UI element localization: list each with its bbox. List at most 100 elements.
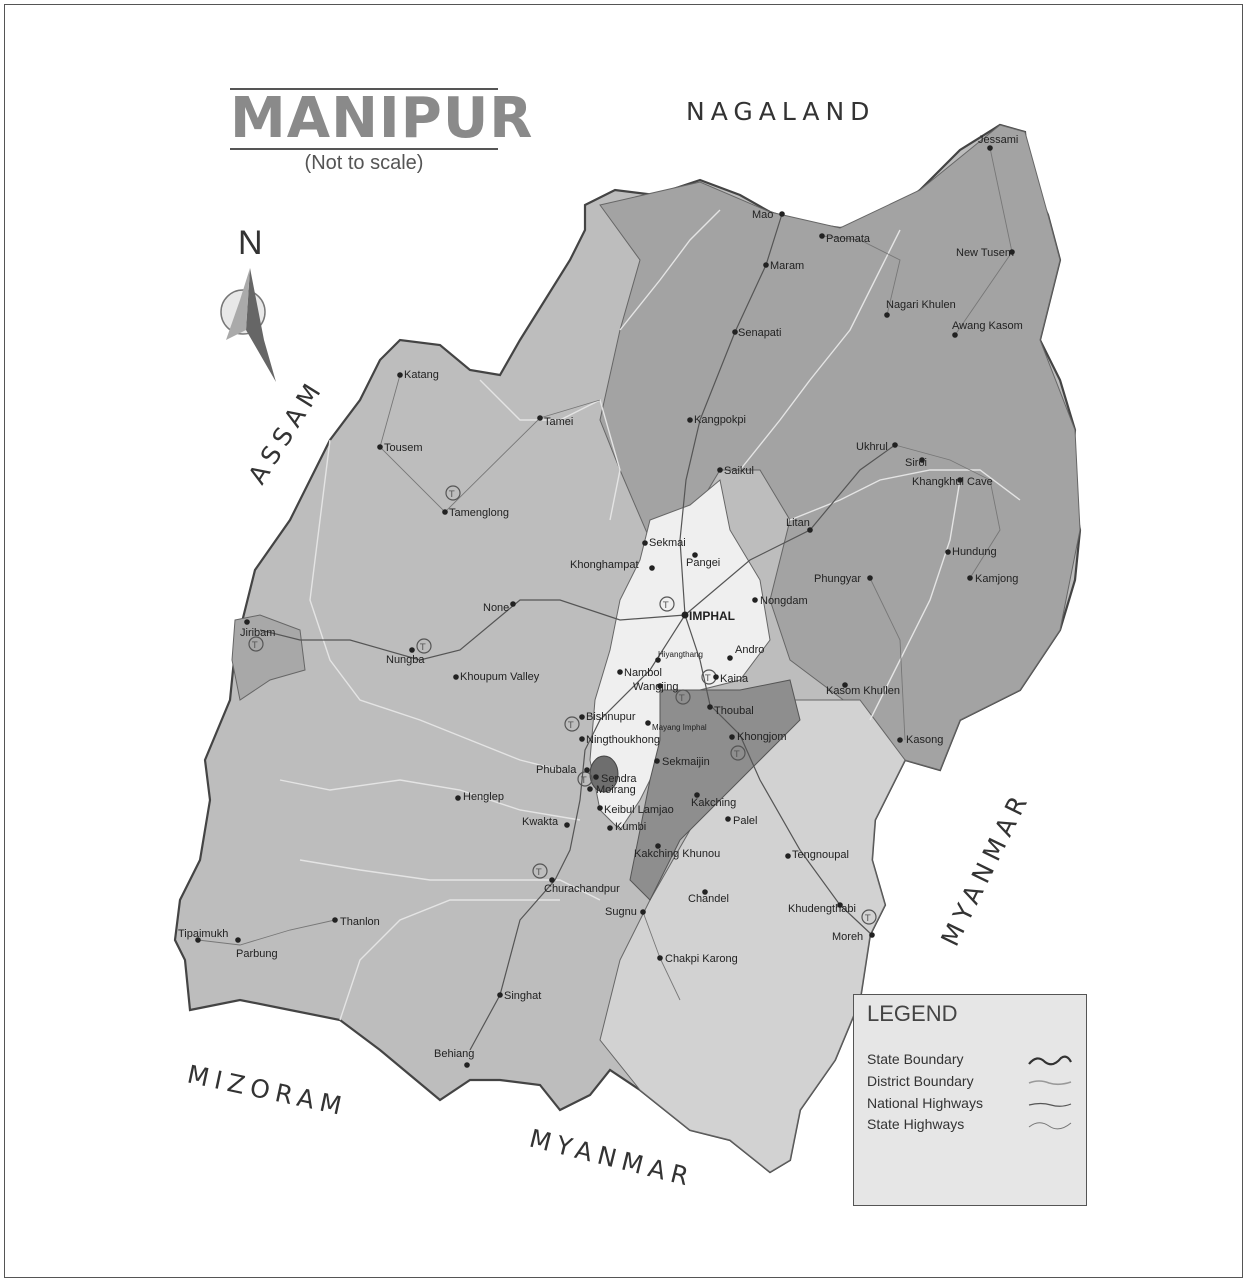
place-hundung: Hundung (945, 546, 997, 558)
tourist-icon: T (248, 636, 264, 652)
place-label: Phungyar (814, 573, 861, 585)
place-label: Phubala (536, 764, 577, 776)
place-marker (655, 657, 661, 663)
legend-label: State Highways (867, 1116, 965, 1132)
legend-label: State Boundary (867, 1051, 964, 1067)
svg-text:T: T (448, 490, 455, 500)
place-marker (752, 597, 758, 603)
place-marker (332, 917, 338, 923)
legend-title: LEGEND (867, 1001, 958, 1026)
place-nagari-khulen: Nagari Khulen (884, 299, 956, 318)
tourist-icon: T (577, 771, 593, 787)
place-phubala: Phubala (536, 764, 590, 776)
place-kakching: Kakching (691, 792, 736, 809)
place-label: Chakpi Karong (665, 953, 738, 965)
svg-text:T: T (580, 776, 587, 786)
place-marker (729, 734, 735, 740)
place-kaina: Kaina (713, 673, 749, 685)
place-label: Maram (770, 260, 804, 272)
place-marker (549, 877, 555, 883)
place-thoubal: Thoubal (707, 704, 754, 717)
north-label: N (238, 224, 263, 262)
place-marker (717, 467, 723, 473)
place-ukhrul: Ukhrul (856, 441, 898, 453)
place-senapati: Senapati (732, 327, 781, 339)
place-label: Moirang (596, 784, 636, 796)
place-label: Kakching (691, 797, 736, 809)
tourist-icon: T (861, 909, 877, 925)
place-marker (694, 792, 700, 798)
legend-line-district (1028, 1080, 1072, 1086)
place-label: Tamei (544, 416, 573, 428)
map-title: MANIPUR (230, 86, 534, 151)
place-maram: Maram (763, 260, 804, 272)
place-label: Saikul (724, 465, 754, 477)
place-label: Churachandpur (544, 883, 620, 895)
place-label: New Tusem (956, 247, 1014, 259)
place-marker (442, 509, 448, 515)
place-bishnupur: Bishnupur (579, 711, 636, 723)
place-label: Singhat (504, 990, 541, 1002)
place-label: Litan (786, 517, 810, 529)
svg-text:T: T (733, 750, 740, 760)
place-label: Tamenglong (449, 507, 509, 519)
place-henglep: Henglep (455, 791, 504, 803)
place-jessami: Jessami (978, 134, 1018, 151)
place-wangjing: Wangjing (633, 681, 678, 693)
place-sugnu: Sugnu (605, 906, 646, 918)
map-frame (4, 4, 1243, 1278)
place-khudengthabi: Khudengthabi (788, 902, 856, 915)
place-marker (657, 683, 663, 689)
place-mayang-imphal: Mayang Imphal (645, 720, 707, 732)
place-label: Chandel (688, 893, 729, 905)
place-marker (377, 444, 383, 450)
place-churachandpur: Churachandpur (544, 877, 620, 895)
place-label: Paomata (826, 233, 871, 245)
tourist-icon: T (675, 689, 691, 705)
place-marker (649, 565, 655, 571)
place-kwakta: Kwakta (522, 816, 570, 828)
place-label: Khudengthabi (788, 903, 856, 915)
legend-line-state (1028, 1055, 1072, 1066)
place-marker (987, 145, 993, 151)
place-marker (657, 955, 663, 961)
tourist-icon: T (564, 716, 580, 732)
place-marker (510, 601, 516, 607)
place-chakpi-karong: Chakpi Karong (657, 953, 738, 965)
place-label: Behiang (434, 1048, 474, 1060)
place-marker (1009, 249, 1015, 255)
place-marker (235, 937, 241, 943)
place-marker (869, 932, 875, 938)
tourist-markers: T T T T T T T T T T T (248, 485, 877, 925)
place-label: Sekmai (649, 537, 686, 549)
place-marker (945, 549, 951, 555)
place-khangkhul-cave: Khangkhul Cave (912, 476, 993, 488)
place-marker (397, 372, 403, 378)
place-marker (584, 767, 590, 773)
place-pangei: Pangei (686, 552, 720, 569)
place-label: Tipaimukh (178, 928, 228, 940)
place-label: Hiyangthang (658, 650, 703, 659)
place-litan: Litan (786, 517, 813, 533)
place-hiyangthang: Hiyangthang (655, 650, 703, 663)
place-label: Mayang Imphal (652, 723, 707, 732)
place-awang-kasom: Awang Kasom (952, 320, 1023, 338)
district-thoubal (629, 679, 801, 901)
place-label: Katang (404, 369, 439, 381)
place-sendra: Sendra (593, 773, 637, 785)
label-nagaland: NAGALAND (686, 97, 875, 126)
place-marker (763, 262, 769, 268)
place-label: Kwakta (522, 816, 559, 828)
place-label: Thoubal (714, 705, 754, 717)
place-nambol: Nambol (617, 667, 662, 679)
place-marker (464, 1062, 470, 1068)
place-marker (707, 704, 713, 710)
place-label: Ningthoukhong (586, 734, 660, 746)
legend-item-state-boundary: State Boundary (867, 1051, 1072, 1067)
place-label: Tousem (384, 442, 423, 454)
legend-line-sh (1028, 1122, 1072, 1130)
compass-icon (220, 268, 276, 382)
place-kasom-khullen: Kasom Khullen (826, 682, 900, 697)
svg-text:T: T (535, 868, 542, 878)
